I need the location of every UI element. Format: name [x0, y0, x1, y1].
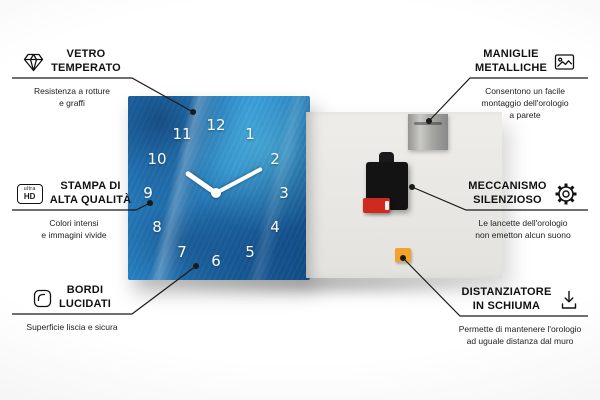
ultra-hd-label-top: ultra	[23, 186, 36, 193]
feature-title: STAMPA DI ALTA QUALITÀ	[49, 180, 132, 206]
feature-description: Resistenza a rotture e graffi	[33, 86, 111, 108]
feature-title: MECCANISMO SILENZIOSO	[468, 180, 547, 206]
clock-number: 6	[211, 252, 221, 270]
metal-handle	[408, 114, 448, 150]
feature-meccanismo-silenzioso: MECCANISMO SILENZIOSO	[458, 178, 588, 242]
clock-number: 12	[206, 116, 226, 134]
feature-description: Permette di mantenere l'orologio ad ugua…	[458, 324, 582, 346]
feature-distanziatore-schiuma: DISTANZIATORE IN SCHIUMA Permette di man…	[452, 284, 588, 348]
clock-number: 11	[172, 125, 192, 143]
clock-number: 2	[270, 150, 280, 168]
feature-stampa-alta-qualita: ultra HD STAMPA DI ALTA QUALITÀ Colori i…	[10, 178, 138, 242]
gear-icon	[554, 182, 578, 206]
feature-description: Colori intensi e immagini vivide	[41, 218, 107, 240]
clock-number: 3	[279, 184, 289, 202]
feature-title: MANIGLIE METALLICHE	[474, 48, 548, 74]
picture-frame-icon	[554, 53, 575, 71]
clock-number: 10	[147, 150, 167, 168]
feature-title: BORDI LUCIDATI	[58, 284, 112, 310]
ultra-hd-icon: ultra HD	[16, 184, 43, 204]
clock-front-panel: 12 1 2 3 4 5 6 7 8 9 10 11	[128, 96, 310, 280]
clock-number: 9	[143, 184, 153, 202]
rounded-corner-icon	[33, 289, 52, 308]
feature-description: Superficie liscia e sicura	[26, 322, 118, 332]
metal-handle-slot	[414, 122, 442, 125]
diamond-icon	[23, 53, 44, 72]
foam-spacer-icon	[559, 290, 579, 310]
minute-hand	[215, 166, 263, 195]
clock-number: 5	[245, 243, 255, 261]
clock-number: 8	[152, 218, 162, 236]
clock-number: 1	[245, 125, 255, 143]
battery	[363, 198, 390, 213]
feature-title: VETRO TEMPERATO	[51, 48, 121, 74]
feature-description: Le lancette dell'orologio non emetton al…	[475, 218, 571, 240]
clock-number: 4	[270, 218, 280, 236]
foam-spacer	[395, 248, 411, 262]
feature-bordi-lucidati: BORDI LUCIDATI Superficie liscia e sicur…	[10, 282, 134, 334]
feature-description: Consentono un facile montaggio dell'orol…	[481, 86, 569, 120]
clock-number: 7	[177, 243, 187, 261]
feature-vetro-temperato: VETRO TEMPERATO Resistenza a rotture e g…	[10, 46, 134, 110]
ultra-hd-label-bottom: HD	[23, 191, 36, 201]
feature-maniglie-metalliche: MANIGLIE METALLICHE Consentono un facile…	[462, 46, 588, 122]
hanger-knob	[379, 152, 394, 165]
clock-center-cap	[211, 188, 221, 198]
feature-title: DISTANZIATORE IN SCHIUMA	[461, 286, 552, 312]
